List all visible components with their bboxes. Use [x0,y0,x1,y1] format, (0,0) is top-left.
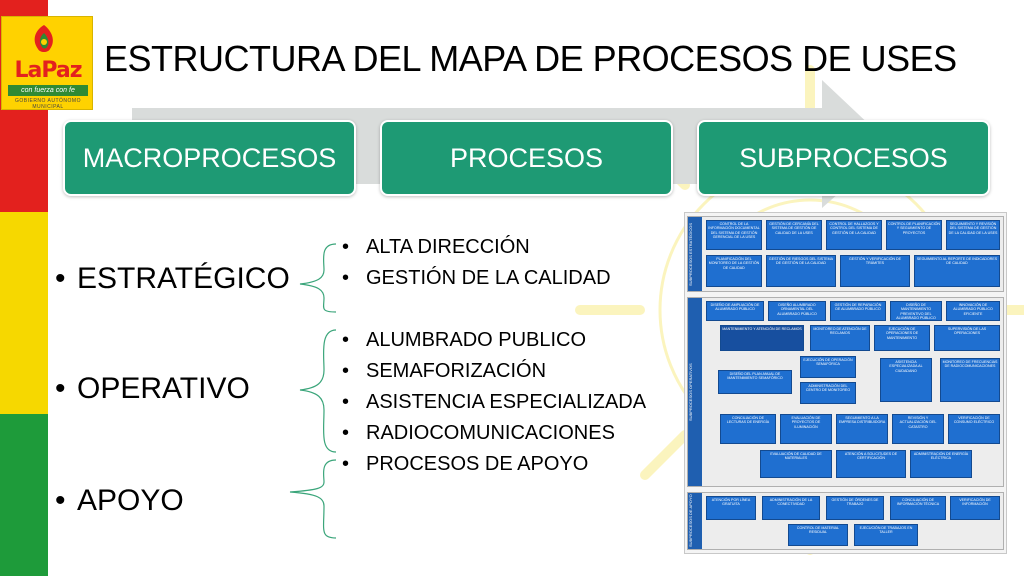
process-cell: DISEÑO DE MANTENIMIENTO PREVENTIVO DEL A… [890,301,942,321]
la-paz-logo: LaPaz con fuerza con fe GOBIERNO AUTÓNOM… [1,16,93,110]
process-cell: EJECUCIÓN DE TRABAJOS EN TALLER [854,524,918,546]
step-macroprocesos: MACROPROCESOS [63,120,356,196]
process-cell: INNOVACIÓN DE ALUMBRADO PÚBLICO EFICIENT… [946,301,1000,321]
process-cell: SEGUIMIENTO AL REPORTE DE INDICADORES DE… [914,255,1000,287]
list-item: ALUMBRADO PUBLICO [340,325,646,356]
process-cell: CONTROL DE MATERIAL RESIDUAL [788,524,848,546]
process-cell: CONTROL DE PLANIFICACIÓN Y SEGUIMIENTO D… [886,220,942,250]
process-cell: ATENCIÓN POR LÍNEA GRATUITA [706,496,756,520]
process-group-apoyo: SUBPROCESOS DE APOYO ATENCIÓN POR LÍNEA … [687,492,1004,550]
process-group-operativo: SUBPROCESOS OPERATIVOS DISEÑO DE AMPLIAC… [687,297,1004,487]
process-cell: GESTIÓN DE CERCANÍA DEL SISTEMA DE GESTI… [766,220,822,250]
page-title: ESTRUCTURA DEL MAPA DE PROCESOS DE USES [104,38,957,79]
list-item: GESTIÓN DE LA CALIDAD [340,263,611,294]
category-operativo: •OPERATIVO [55,372,250,405]
process-cell: EJECUCIÓN DE OPERACIÓN SEMAFÓRICA [800,356,856,378]
list-item: PROCESOS DE APOYO [340,449,588,480]
process-cell: GESTIÓN DE REPARACIÓN DE ALUMBRADO PÚBLI… [830,301,886,321]
process-cell: CONCILIACIÓN DE INFORMACIÓN TÉCNICA [890,496,946,520]
logo-slogan: con fuerza con fe [8,85,88,96]
category-estrategico: •ESTRATÉGICO [55,262,290,295]
list-operativo: ALUMBRADO PUBLICO SEMAFORIZACIÓN ASISTEN… [340,325,646,449]
process-cell: GESTIÓN DE ÓRDENES DE TRABAJO [826,496,884,520]
process-cell: EJECUCIÓN DE OPERACIONES DE MANTENIMIENT… [874,325,930,351]
process-cell: SEGUIMIENTO A LA EMPRESA DISTRIBUIDORA [836,414,888,444]
process-cell: CONTROL DE LA INFORMACIÓN DOCUMENTAL DEL… [706,220,762,250]
process-cell: GESTIÓN Y VERIFICACIÓN DE TRÁMITES [840,255,910,287]
process-group-label: SUBPROCESOS OPERATIVOS [688,298,702,486]
step-subprocesos: SUBPROCESOS [697,120,990,196]
process-cell: PLANIFICACIÓN DEL MONITOREO DE LA GESTIÓ… [706,255,762,287]
process-cell: SEGUIMIENTO Y REVISIÓN DEL SISTEMA DE GE… [946,220,1000,250]
list-item: ALTA DIRECCIÓN [340,232,611,263]
process-cell: VERIFICACIÓN DE CONSUMO ELÉCTRICO [948,414,1000,444]
process-cell: CONCILIACIÓN DE LECTURAS DE ENERGÍA [720,414,776,444]
flag-stripe-green [0,414,48,576]
process-group-estrategico: SUBPROCESOS ESTRATÉGICOS CONTROL DE LA I… [687,216,1004,292]
process-group-label: SUBPROCESOS DE APOYO [688,493,702,549]
process-cell: MONITOREO DE ATENCIÓN DE RECLAMOS [810,325,870,351]
category-label: APOYO [77,484,184,517]
process-map-thumbnail: SUBPROCESOS ESTRATÉGICOS CONTROL DE LA I… [684,212,1007,554]
process-cell: ADMINISTRACIÓN DEL CENTRO DE MONITOREO [800,382,856,404]
category-apoyo: •APOYO [55,484,184,517]
process-cell: ADMINISTRACIÓN DE LA CONECTIVIDAD [762,496,820,520]
flame-emblem-icon [34,25,53,52]
grouping-braces [289,243,337,539]
list-apoyo: PROCESOS DE APOYO [340,449,588,480]
process-cell: DISEÑO DEL PLAN ANUAL DE MANTENIMIENTO S… [718,370,792,394]
process-cell: VERIFICACIÓN DE INFORMACIÓN [950,496,1000,520]
process-cell: REVISIÓN Y ACTUALIZACIÓN DEL CATASTRO [892,414,944,444]
process-cell: SUPERVISIÓN DE LAS OPERACIONES [934,325,1000,351]
process-cell: ADMINISTRACIÓN DE ENERGÍA ELÉCTRICA [910,450,972,478]
process-cell: DISEÑO ALUMBRADO ORNAMENTAL DEL ALUMBRAD… [768,301,826,321]
category-label: OPERATIVO [77,372,250,405]
list-estrategico: ALTA DIRECCIÓN GESTIÓN DE LA CALIDAD [340,232,611,294]
process-cell: EVALUACIÓN DE CALIDAD DE MATERIALES [760,450,832,478]
list-item: RADIOCOMUNICACIONES [340,418,646,449]
category-label: ESTRATÉGICO [77,262,290,295]
process-cell: MANTENIMIENTO Y ATENCIÓN DE RECLAMOS [720,325,804,351]
logo-subtitle: GOBIERNO AUTÓNOMO MUNICIPAL [14,98,81,110]
process-cell: ASISTENCIA ESPECIALIZADA AL CIUDADANO [880,358,932,402]
process-cell: ATENCIÓN A SOLICITUDES DE CERTIFICACIÓN [836,450,906,478]
process-cell: CONTROL DE HALLAZGOS Y CONTROL DEL SISTE… [826,220,882,250]
flag-stripe-yellow [0,212,48,414]
process-cell: DISEÑO DE AMPLIACIÓN DE ALUMBRADO PÚBLIC… [706,301,764,321]
process-cell: MONITOREO DE FRECUENCIAS DE RADIOCOMUNIC… [940,358,1000,402]
process-cell: EVALUACIÓN DE PROYECTOS DE ILUMINACIÓN [780,414,832,444]
process-group-label: SUBPROCESOS ESTRATÉGICOS [688,217,702,291]
list-item: SEMAFORIZACIÓN [340,356,646,387]
list-item: ASISTENCIA ESPECIALIZADA [340,387,646,418]
step-procesos: PROCESOS [380,120,673,196]
logo-name: LaPaz [14,58,82,83]
process-cell: GESTIÓN DE RIESGOS DEL SISTEMA DE GESTIÓ… [766,255,836,287]
